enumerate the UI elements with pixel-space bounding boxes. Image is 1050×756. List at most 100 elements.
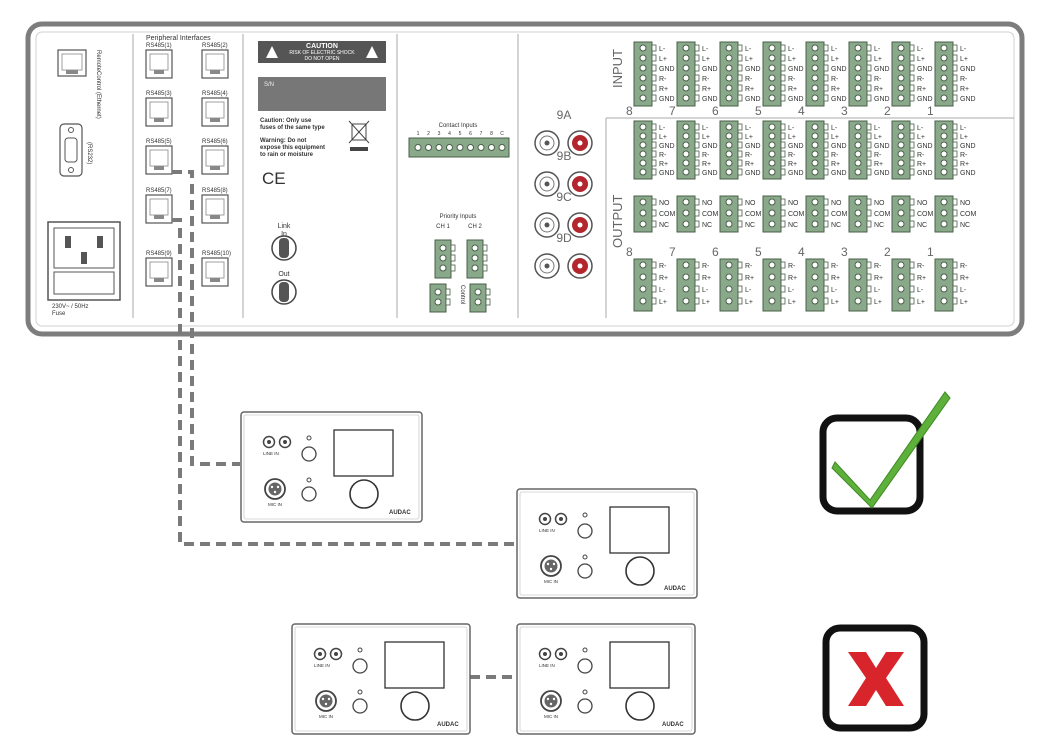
input-terminal-b-ch7-pin-4: R+ <box>702 161 711 168</box>
push-button[interactable] <box>577 523 593 539</box>
rs485-port-5[interactable] <box>145 145 173 175</box>
rotary-knob[interactable] <box>349 479 379 509</box>
input-terminal-a-ch3-pin-2: GND <box>874 66 890 73</box>
rs485-port-3[interactable] <box>145 97 173 127</box>
rca-jack-9A-left[interactable] <box>534 130 560 156</box>
relay-terminal-ch8[interactable] <box>633 195 657 233</box>
input-terminal-b-ch2[interactable] <box>891 120 915 180</box>
line-in-jacks[interactable] <box>538 647 568 661</box>
line-in-jacks[interactable] <box>538 512 568 526</box>
line-in-jacks[interactable] <box>262 435 292 449</box>
input-terminal-a-ch6-pin-4: R+ <box>745 86 754 93</box>
output-terminal-ch6[interactable] <box>719 258 743 312</box>
rca-jack-9B-right[interactable] <box>567 171 593 197</box>
output-terminal-ch7[interactable] <box>676 258 700 312</box>
cable-rs485-5-to-panel-1 <box>172 170 240 466</box>
rs485-port-2[interactable] <box>201 49 229 79</box>
input-terminal-a-ch8[interactable] <box>633 41 657 107</box>
relay-terminal-ch6[interactable] <box>719 195 743 233</box>
input-terminal-a-ch4[interactable] <box>805 41 829 107</box>
push-button[interactable] <box>301 446 317 462</box>
mic-in-xlr[interactable] <box>264 478 286 500</box>
relay-terminal-ch3[interactable] <box>848 195 872 233</box>
relay-terminal-ch4[interactable] <box>805 195 829 233</box>
output-terminal-ch4[interactable] <box>805 258 829 312</box>
input-terminal-b-ch6[interactable] <box>719 120 743 180</box>
input-terminal-b-ch8[interactable] <box>633 120 657 180</box>
rs485-port-4[interactable] <box>201 97 229 127</box>
relay-terminal-ch2[interactable] <box>891 195 915 233</box>
rotary-knob[interactable] <box>625 691 655 721</box>
rs232-port[interactable] <box>59 123 83 177</box>
relay-terminal-ch1[interactable] <box>934 195 958 233</box>
output-terminal-ch7-pin-1: R+ <box>702 275 711 282</box>
rs485-port-9[interactable] <box>145 257 173 287</box>
push-button[interactable] <box>352 658 368 674</box>
link-in-jack[interactable] <box>271 235 297 261</box>
push-button[interactable] <box>577 698 593 714</box>
input-terminal-a-ch6[interactable] <box>719 41 743 107</box>
input-terminal-a-ch1-pin-2: GND <box>960 66 976 73</box>
relay-terminal-ch7[interactable] <box>676 195 700 233</box>
mic-in-label: MIC IN <box>319 714 333 719</box>
rca-jack-9C-right[interactable] <box>567 212 593 238</box>
line-in-jacks[interactable] <box>313 647 343 661</box>
rca-jack-9C-left[interactable] <box>534 212 560 238</box>
mic-in-xlr[interactable] <box>540 690 562 712</box>
contact-input-terminal[interactable] <box>408 137 510 158</box>
push-button[interactable] <box>577 563 593 579</box>
rs485-port-1[interactable] <box>145 49 173 79</box>
contact-number-6: 6 <box>469 131 472 137</box>
push-button[interactable] <box>352 698 368 714</box>
input-terminal-a-ch5[interactable] <box>762 41 786 107</box>
output-terminal-ch8[interactable] <box>633 258 657 312</box>
push-button[interactable] <box>301 486 317 502</box>
relay-terminal-ch6-pin-1: COM <box>745 211 762 218</box>
output-terminal-ch1[interactable] <box>934 258 958 312</box>
control-label: Control <box>459 285 465 304</box>
input-section-label: INPUT <box>610 49 625 88</box>
input-terminal-b-ch5[interactable] <box>762 120 786 180</box>
input-terminal-a-ch2[interactable] <box>891 41 915 107</box>
rca-jack-9D-right[interactable] <box>567 253 593 279</box>
relay-terminal-ch5[interactable] <box>762 195 786 233</box>
mic-in-xlr[interactable] <box>540 555 562 577</box>
rs485-port-7[interactable] <box>145 194 173 224</box>
input-channel-number-3: 3 <box>841 104 848 118</box>
rca-jack-9B-left[interactable] <box>534 171 560 197</box>
input-terminal-b-ch3[interactable] <box>848 120 872 180</box>
rs485-port-10[interactable] <box>201 257 229 287</box>
output-terminal-ch2[interactable] <box>891 258 915 312</box>
rotary-knob[interactable] <box>625 556 655 586</box>
rotary-knob[interactable] <box>400 691 430 721</box>
input-terminal-a-ch4-pin-1: L+ <box>831 56 839 63</box>
rs485-port-6[interactable] <box>201 145 229 175</box>
input-terminal-b-ch8-pin-3: R- <box>659 152 667 159</box>
control-terminal-1[interactable] <box>429 283 451 313</box>
input-terminal-b-ch7[interactable] <box>676 120 700 180</box>
line-in-label: LINE IN <box>263 451 279 456</box>
priority-title: Priority Inputs <box>440 214 477 220</box>
rca-jack-9D-left[interactable] <box>534 253 560 279</box>
input-terminal-a-ch3[interactable] <box>848 41 872 107</box>
mic-in-xlr[interactable] <box>315 690 337 712</box>
rs485-port-8[interactable] <box>201 194 229 224</box>
relay-terminal-ch7-pin-2: NC <box>702 222 712 229</box>
output-terminal-ch5[interactable] <box>762 258 786 312</box>
output-terminal-ch3[interactable] <box>848 258 872 312</box>
push-button[interactable] <box>577 658 593 674</box>
link-out-jack[interactable] <box>271 279 297 305</box>
input-terminal-b-ch4[interactable] <box>805 120 829 180</box>
ethernet-port[interactable] <box>57 49 87 77</box>
power-inlet[interactable] <box>47 221 121 301</box>
input-terminal-a-ch1[interactable] <box>934 41 958 107</box>
priority-ch2-terminal[interactable] <box>466 239 488 279</box>
priority-ch1-label: CH 1 <box>436 224 450 230</box>
priority-ch1-terminal[interactable] <box>434 239 456 279</box>
input-terminal-a-ch7-pin-4: R+ <box>702 86 711 93</box>
input-terminal-b-ch1[interactable] <box>934 120 958 180</box>
control-terminal-2[interactable] <box>469 283 491 313</box>
input-terminal-a-ch7[interactable] <box>676 41 700 107</box>
rca-jack-9A-right[interactable] <box>567 130 593 156</box>
